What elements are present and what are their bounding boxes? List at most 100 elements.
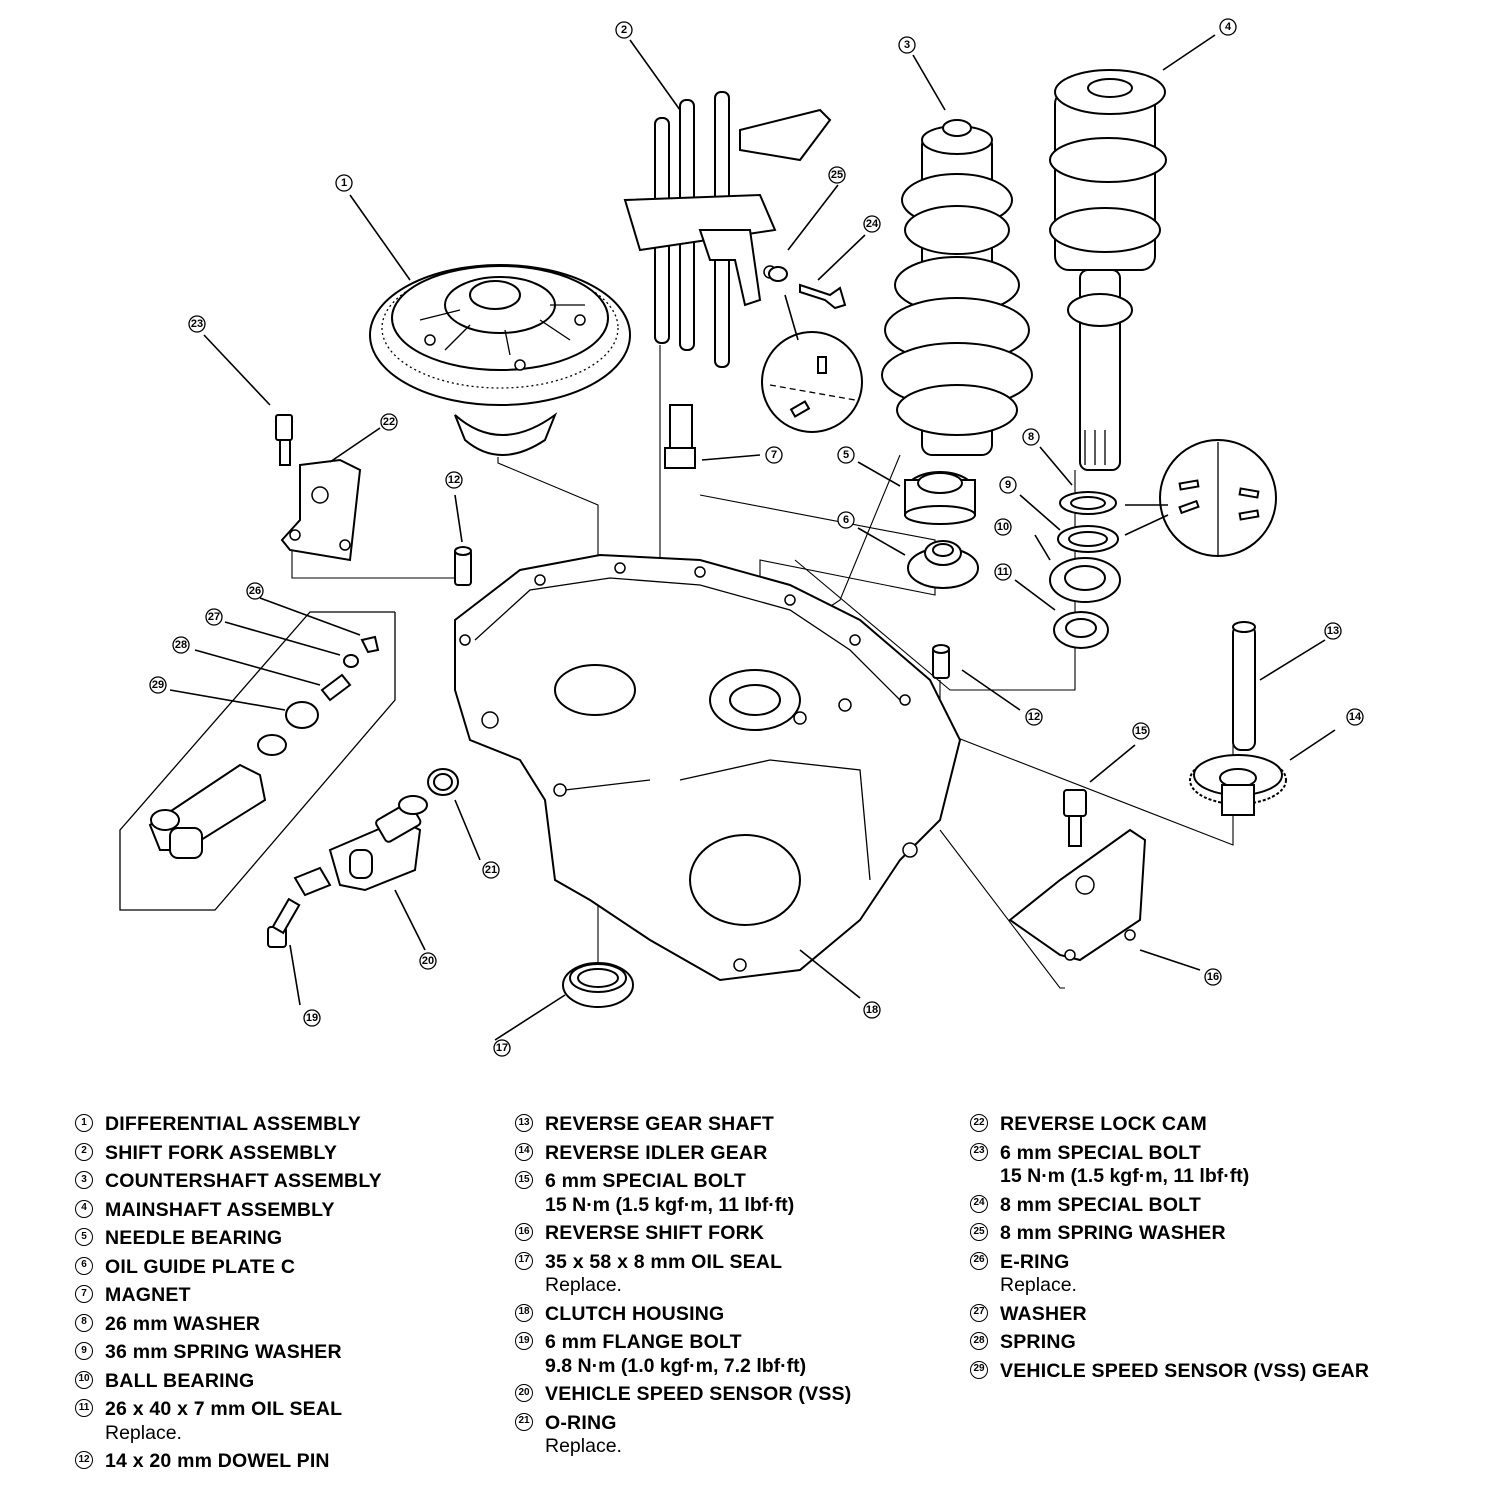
reverse-idler-gear bbox=[1189, 754, 1287, 816]
legend-number: 27 bbox=[970, 1303, 988, 1322]
legend-number: 8 bbox=[75, 1313, 93, 1332]
legend-item: 24 8 mm SPECIAL BOLT bbox=[970, 1191, 1369, 1220]
callout-28: 28 bbox=[172, 636, 190, 654]
callout-22: 22 bbox=[380, 413, 398, 431]
callout-25: 25 bbox=[828, 166, 846, 184]
svg-text:27: 27 bbox=[208, 611, 220, 623]
callout-27: 27 bbox=[205, 608, 223, 626]
callout-14: 14 bbox=[1346, 708, 1364, 726]
legend-label: BALL BEARING bbox=[105, 1369, 255, 1392]
reverse-gear-shaft bbox=[1232, 621, 1256, 751]
legend-number: 20 bbox=[515, 1384, 533, 1402]
svg-text:2: 2 bbox=[621, 24, 627, 36]
callout-12a: 12 bbox=[445, 471, 463, 489]
legend-label: MAINSHAFT ASSEMBLY bbox=[105, 1198, 335, 1221]
legend-number: 22 bbox=[970, 1114, 988, 1132]
svg-text:8: 8 bbox=[1028, 431, 1034, 443]
legend-number: 2 bbox=[75, 1142, 93, 1161]
svg-text:1: 1 bbox=[341, 177, 347, 189]
legend-number: 13 bbox=[515, 1114, 533, 1132]
legend-number: 26 bbox=[970, 1251, 988, 1270]
callout-3: 3 bbox=[898, 36, 916, 54]
washer-26mm bbox=[1059, 491, 1117, 515]
callout-8: 8 bbox=[1022, 428, 1040, 446]
legend-torque-spec: 15 N·m (1.5 kgf·m, 11 lbf·ft) bbox=[545, 1193, 795, 1216]
legend-number: 25 bbox=[970, 1223, 988, 1241]
svg-text:4: 4 bbox=[1225, 21, 1232, 33]
legend-label: 6 mm SPECIAL BOLT bbox=[545, 1170, 746, 1192]
mainshaft-assembly bbox=[1049, 69, 1167, 471]
legend-label: 6 mm SPECIAL BOLT bbox=[1000, 1141, 1201, 1164]
shift-fork-assembly bbox=[623, 91, 832, 368]
callout-18: 18 bbox=[863, 1001, 881, 1019]
legend-number: 1 bbox=[75, 1114, 93, 1132]
svg-text:28: 28 bbox=[175, 639, 187, 651]
o-ring bbox=[427, 768, 459, 796]
callout-arrows bbox=[169, 34, 1336, 1041]
callout-20: 20 bbox=[419, 952, 437, 970]
callout-5: 5 bbox=[837, 446, 855, 464]
legend-label: 14 x 20 mm DOWEL PIN bbox=[105, 1450, 330, 1472]
svg-text:14: 14 bbox=[1349, 711, 1362, 723]
legend-item: 1 DIFFERENTIAL ASSEMBLY bbox=[75, 1110, 382, 1139]
legend-label: 35 x 58 x 8 mm OIL SEAL bbox=[545, 1250, 783, 1273]
legend-label: VEHICLE SPEED SENSOR (VSS) GEAR bbox=[1000, 1359, 1370, 1382]
callout-26: 26 bbox=[246, 582, 264, 600]
legend-number: 6 bbox=[75, 1256, 93, 1275]
svg-text:15: 15 bbox=[1135, 725, 1147, 737]
legend-number: 14 bbox=[515, 1142, 533, 1161]
legend-note: Replace. bbox=[545, 1435, 622, 1457]
countershaft-assembly bbox=[881, 119, 1033, 456]
reverse-shift-fork bbox=[1008, 828, 1147, 962]
detail-circle-right bbox=[1159, 439, 1277, 557]
special-bolt-24 bbox=[799, 283, 847, 310]
legend-label: DIFFERENTIAL ASSEMBLY bbox=[105, 1113, 361, 1135]
legend-number: 9 bbox=[75, 1342, 93, 1360]
callout-19: 19 bbox=[303, 1009, 321, 1027]
legend-note: Replace. bbox=[1000, 1274, 1077, 1296]
legend-label: REVERSE IDLER GEAR bbox=[545, 1141, 768, 1164]
legend-label: CLUTCH HOUSING bbox=[545, 1302, 725, 1325]
legend-label: COUNTERSHAFT ASSEMBLY bbox=[105, 1170, 382, 1192]
vss-gear-inset bbox=[119, 611, 396, 911]
svg-text:23: 23 bbox=[191, 318, 203, 330]
needle-bearing bbox=[904, 471, 976, 525]
callout-11: 11 bbox=[994, 563, 1012, 581]
legend-torque-spec: 15 N·m (1.5 kgf·m, 11 lbf·ft) bbox=[1000, 1165, 1250, 1187]
callout-9: 9 bbox=[999, 476, 1017, 494]
clutch-housing bbox=[454, 553, 962, 982]
callout-6: 6 bbox=[837, 511, 855, 529]
legend-torque-spec: 9.8 N·m (1.0 kgf·m, 7.2 lbf·ft) bbox=[545, 1354, 807, 1377]
legend-number: 16 bbox=[515, 1223, 533, 1241]
callouts: 1 2 3 4 5 6 7 8 9 10 11 12 12 13 14 15 1… bbox=[149, 18, 1364, 1057]
legend-label: O-RING bbox=[545, 1411, 617, 1434]
legend-label: SPRING bbox=[1000, 1331, 1076, 1353]
legend-label: 6 mm FLANGE BOLT bbox=[545, 1331, 742, 1353]
legend-label: NEEDLE BEARING bbox=[105, 1227, 283, 1249]
callout-16: 16 bbox=[1204, 968, 1222, 986]
flange-bolt bbox=[267, 897, 301, 948]
legend-number: 24 bbox=[970, 1194, 988, 1213]
callout-24: 24 bbox=[863, 215, 881, 233]
legend-label: E-RING bbox=[1000, 1250, 1070, 1273]
reverse-lock-cam bbox=[280, 458, 362, 562]
differential-assembly bbox=[369, 264, 631, 456]
legend-label: 8 mm SPECIAL BOLT bbox=[1000, 1193, 1201, 1216]
detail-circle-top bbox=[761, 331, 863, 433]
svg-text:5: 5 bbox=[843, 449, 849, 461]
legend-note: Replace. bbox=[105, 1421, 182, 1444]
callout-21: 21 bbox=[482, 861, 500, 879]
callout-1: 1 bbox=[335, 174, 353, 192]
